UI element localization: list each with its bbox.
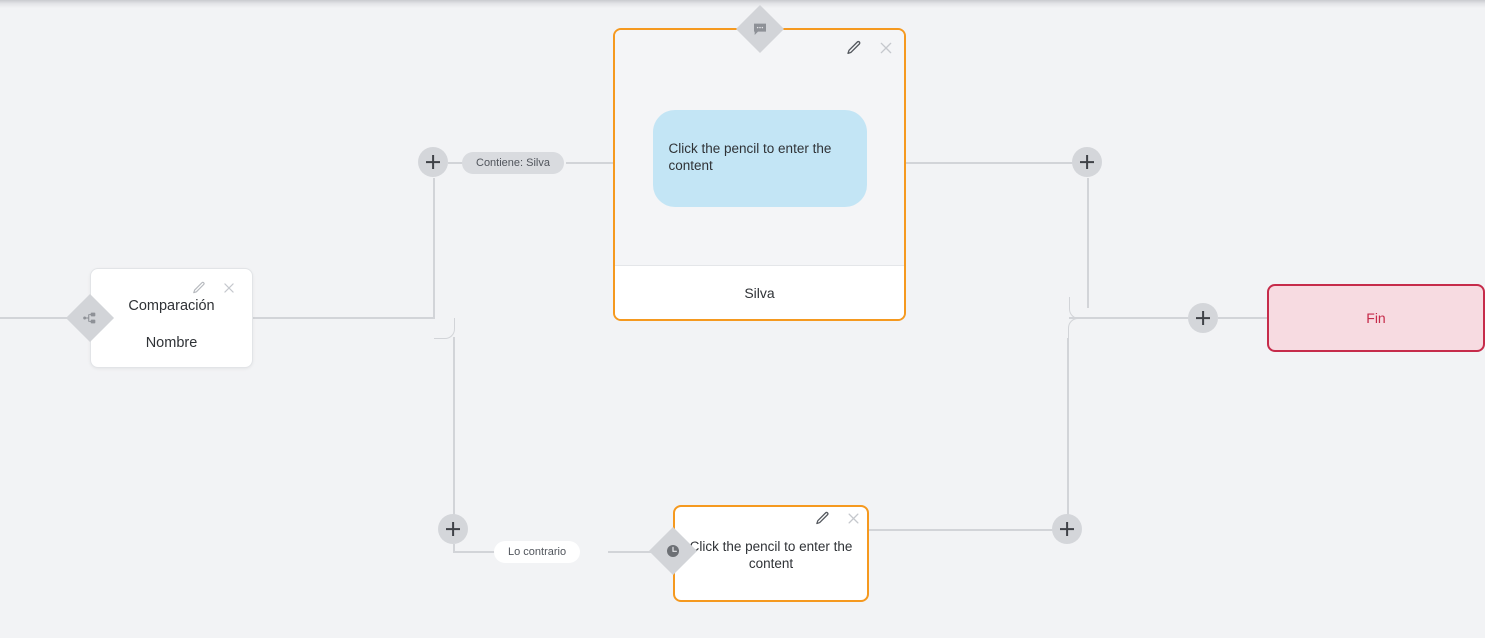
node-delay-card-actions [815, 511, 861, 526]
node-comparison-badge[interactable] [65, 293, 115, 343]
close-icon[interactable] [222, 281, 236, 295]
connector-comparison-out [253, 317, 435, 319]
add-node-after-message-button[interactable] [1072, 147, 1102, 177]
add-node-true-branch-button[interactable] [418, 147, 448, 177]
node-message-card-badge[interactable] [735, 4, 785, 54]
pencil-icon[interactable] [192, 281, 206, 295]
connector-end-plus-to-end-node [1218, 317, 1268, 319]
node-comparison-title: Comparación [128, 298, 215, 314]
node-message-card[interactable]: Click the pencil to enter the content Si… [613, 28, 906, 321]
connector-false-label-to-card [608, 551, 656, 553]
node-comparison-body: Comparación Nombre [91, 299, 252, 350]
add-node-false-branch-button[interactable] [438, 514, 468, 544]
speech-bubble-icon [743, 12, 777, 46]
node-end[interactable]: Fin [1267, 284, 1485, 352]
connector-delay-card-to-plus [869, 529, 1053, 531]
node-message-card-body: Click the pencil to enter the content [615, 30, 904, 266]
add-node-after-delay-button[interactable] [1052, 514, 1082, 544]
top-scroll-strip [0, 0, 1485, 8]
connector-canvas-left-to-comparison [0, 317, 72, 319]
connector-right-merge-top [1087, 178, 1089, 308]
connector-false-branch-drop [453, 337, 455, 515]
add-node-before-end-button[interactable] [1188, 303, 1218, 333]
connector-right-merge-bottom [1067, 338, 1069, 515]
node-message-card-footer: Silva [615, 265, 904, 319]
connector-false-plus-to-label [453, 551, 495, 553]
node-comparison-actions [192, 281, 236, 295]
node-end-label: Fin [1366, 310, 1386, 326]
close-icon[interactable] [846, 511, 861, 526]
connector-true-branch-riser [433, 178, 435, 318]
branch-label-false[interactable]: Lo contrario [494, 541, 581, 563]
branch-label-true[interactable]: Contiene: Silva [462, 152, 564, 174]
node-delay-card-badge[interactable] [648, 526, 698, 576]
branch-split-icon [73, 301, 107, 335]
connector-corner-right-top [1069, 297, 1090, 319]
connector-message-card-to-plus [906, 162, 1073, 164]
node-comparison-subtitle: Nombre [145, 334, 198, 351]
node-delay-card[interactable]: Click the pencil to enter the content [673, 505, 869, 602]
pencil-icon[interactable] [846, 40, 862, 56]
node-comparison[interactable]: Comparación Nombre [90, 268, 253, 368]
pencil-icon[interactable] [815, 511, 830, 526]
close-icon[interactable] [878, 40, 894, 56]
connector-corner-right-bottom [1068, 318, 1089, 339]
connector-true-label-to-card [566, 162, 614, 164]
message-bubble: Click the pencil to enter the content [652, 109, 867, 207]
node-delay-card-text: Click the pencil to enter the content [685, 537, 857, 573]
connector-corner-false-branch [434, 318, 455, 339]
clock-icon [656, 534, 690, 568]
connector-merge-to-end-plus [1069, 317, 1189, 319]
connector-false-plus-drop [453, 544, 455, 552]
node-message-card-actions [846, 40, 894, 56]
